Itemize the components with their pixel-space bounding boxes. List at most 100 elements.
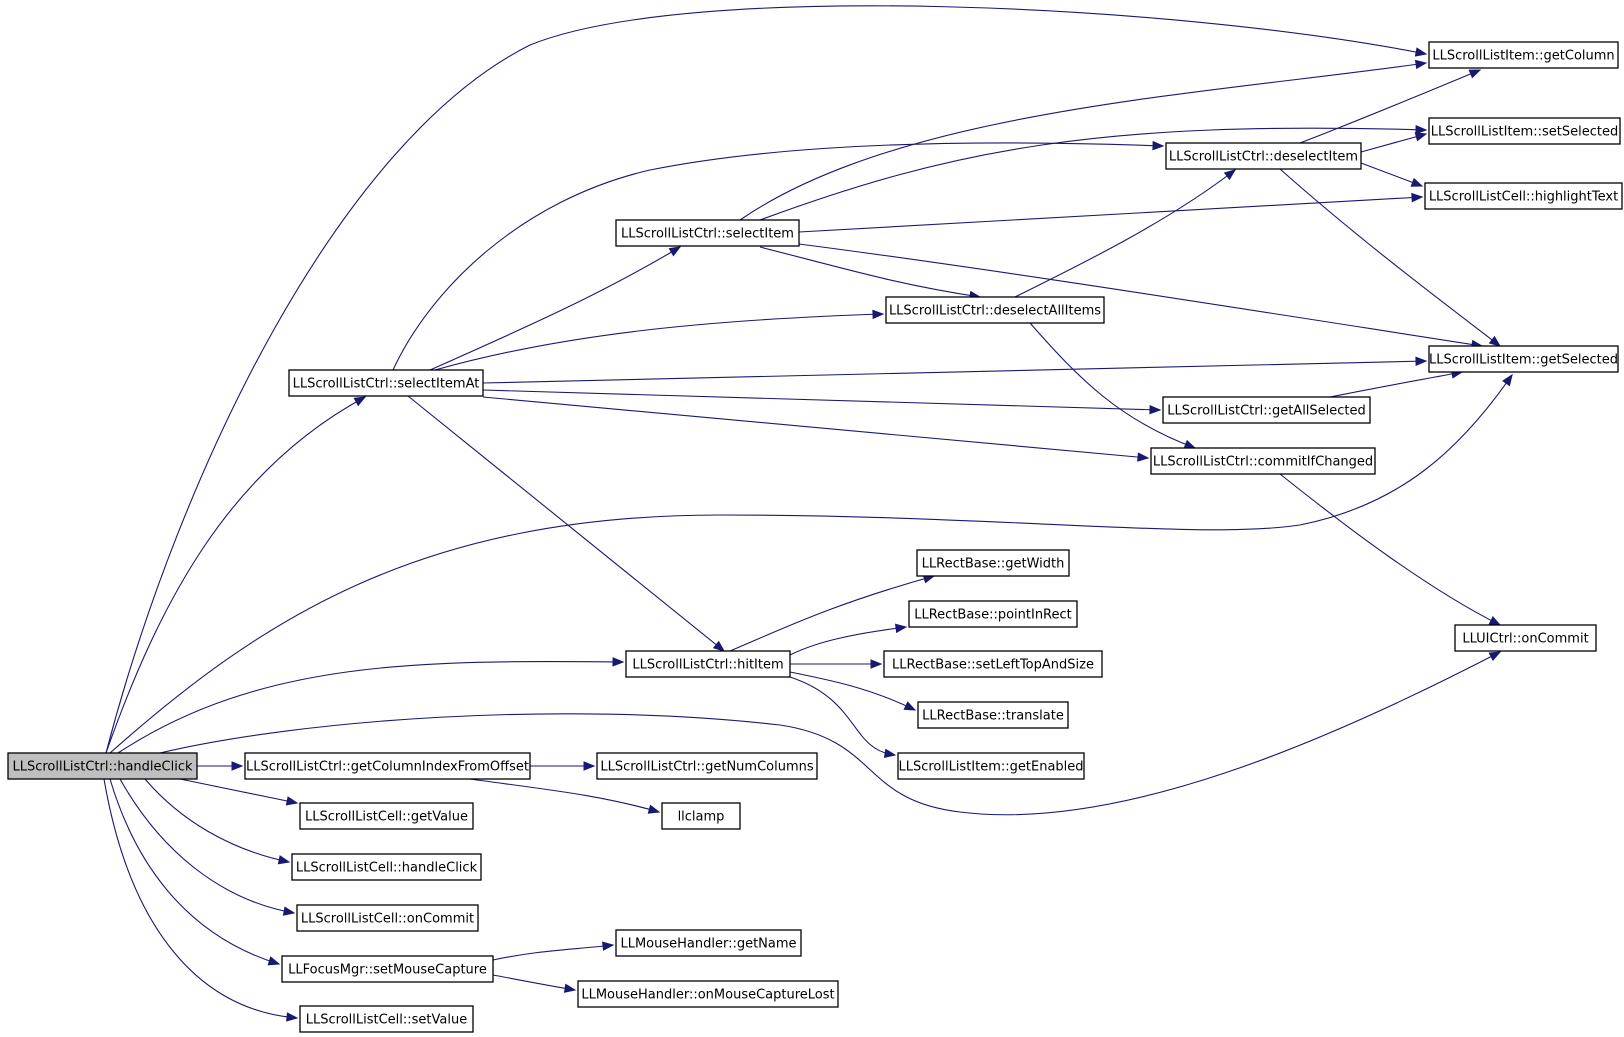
node-cell-handle-click[interactable]: LLScrollListCell::handleClick <box>291 853 482 881</box>
arrowhead <box>286 1012 299 1022</box>
node-box <box>1428 41 1619 69</box>
node-get-num-columns[interactable]: LLScrollListCtrl::getNumColumns <box>596 752 818 780</box>
edge-select-item-at-to-commit-if-changed <box>482 396 1150 462</box>
arrowhead <box>1502 373 1513 387</box>
arrowhead <box>1415 356 1428 366</box>
edge-select-item-to-deselect-all-items <box>759 246 982 301</box>
node-select-item-at[interactable]: LLScrollListCtrl::selectItemAt <box>288 369 484 397</box>
node-label: LLScrollListItem::setSelected <box>1431 125 1618 140</box>
edge-line <box>109 778 280 965</box>
node-rect-translate[interactable]: LLRectBase::translate <box>917 701 1069 729</box>
arrowhead <box>1468 69 1482 79</box>
node-handle-click[interactable]: LLScrollListCtrl::handleClick <box>7 752 198 780</box>
edge-select-item-at-to-get-all-selected <box>482 389 1162 415</box>
arrowhead <box>872 309 885 320</box>
edge-line <box>482 396 1149 459</box>
arrowhead <box>894 623 908 634</box>
node-box <box>615 929 802 957</box>
node-label: LLScrollListCtrl::commitIfChanged <box>1153 455 1373 470</box>
node-get-all-selected[interactable]: LLScrollListCtrl::getAllSelected <box>1162 396 1371 424</box>
edge-line <box>434 313 884 371</box>
node-item-get-column[interactable]: LLScrollListItem::getColumn <box>1428 41 1619 69</box>
edge-set-mouse-capture-to-mouse-on-capture-lost <box>492 974 577 993</box>
edge-handle-click-to-cell-on-commit <box>119 778 296 916</box>
edge-line <box>482 389 1161 411</box>
edge-hit-item-to-rect-point-in-rect <box>789 623 908 656</box>
node-deselect-item[interactable]: LLScrollListCtrl::deselectItem <box>1165 142 1362 170</box>
node-cell-get-value[interactable]: LLScrollListCell::getValue <box>299 802 474 830</box>
node-item-set-selected[interactable]: LLScrollListItem::setSelected <box>1428 117 1621 145</box>
edge-line <box>492 944 614 961</box>
edge-line <box>789 626 907 656</box>
node-deselect-all-items[interactable]: LLScrollListCtrl::deselectAllItems <box>885 296 1105 324</box>
edge-line <box>798 196 1423 233</box>
node-box <box>908 600 1078 628</box>
node-label: LLRectBase::pointInRect <box>914 608 1072 623</box>
edge-handle-click-to-item-get-selected <box>109 373 1513 754</box>
node-get-column-index-from-offset[interactable]: LLScrollListCtrl::getColumnIndexFromOffs… <box>244 752 531 780</box>
node-label: LLScrollListCell::handleClick <box>296 861 478 876</box>
node-rect-get-width[interactable]: LLRectBase::getWidth <box>916 549 1070 577</box>
node-cell-highlight-text[interactable]: LLScrollListCell::highlightText <box>1424 182 1623 210</box>
node-select-item[interactable]: LLScrollListCtrl::selectItem <box>615 219 800 247</box>
node-cell-on-commit[interactable]: LLScrollListCell::onCommit <box>296 904 479 932</box>
edge-handle-click-to-select-item-at <box>105 396 367 754</box>
edge-line <box>407 395 725 652</box>
node-item-get-enabled[interactable]: LLScrollListItem::getEnabled <box>897 752 1085 780</box>
node-box <box>885 296 1105 324</box>
node-hit-item[interactable]: LLScrollListCtrl::hitItem <box>625 650 791 678</box>
node-item-get-selected[interactable]: LLScrollListItem::getSelected <box>1428 345 1619 373</box>
edge-hit-item-to-item-get-enabled <box>789 676 897 758</box>
arrowhead <box>870 659 883 669</box>
arrowhead <box>1223 169 1237 181</box>
node-label: LLScrollListCtrl::deselectItem <box>1169 150 1358 165</box>
arrowhead <box>277 855 291 865</box>
node-cell-set-value[interactable]: LLScrollListCell::setValue <box>299 1005 474 1033</box>
edge-select-item-at-to-deselect-all-items <box>434 309 885 371</box>
edge-line <box>109 374 1513 754</box>
arrowhead <box>583 761 596 771</box>
node-label: LLRectBase::getWidth <box>922 557 1065 572</box>
edge-line <box>1279 168 1501 347</box>
edge-line <box>1014 169 1236 298</box>
arrowhead <box>1414 59 1428 70</box>
edge-handle-click-to-cell-handle-click <box>144 778 291 865</box>
node-box <box>1454 624 1597 652</box>
node-ui-on-commit[interactable]: LLUICtrl::onCommit <box>1454 624 1597 652</box>
node-rect-point-in-rect[interactable]: LLRectBase::pointInRect <box>908 600 1078 628</box>
edge-line <box>103 778 298 1019</box>
edge-handle-click-to-ui-on-commit <box>159 651 1502 816</box>
node-mouse-get-name[interactable]: LLMouseHandler::getName <box>615 929 802 957</box>
node-mouse-on-capture-lost[interactable]: LLMouseHandler::onMouseCaptureLost <box>577 980 839 1008</box>
edge-line <box>798 243 1483 347</box>
edge-line <box>105 396 366 754</box>
arrowhead <box>1488 335 1502 347</box>
edge-line <box>469 778 660 813</box>
edge-handle-click-to-get-column-index-from-offset <box>197 761 244 771</box>
node-box <box>577 980 839 1008</box>
node-box <box>661 802 741 830</box>
arrowhead <box>231 761 244 771</box>
edge-handle-click-to-hit-item <box>117 657 625 754</box>
edge-deselect-all-items-to-commit-if-changed <box>1029 322 1197 449</box>
node-label: LLScrollListCtrl::getNumColumns <box>600 760 813 775</box>
edge-get-all-selected-to-item-get-selected <box>1329 369 1464 398</box>
node-box <box>596 752 818 780</box>
arrowhead <box>1411 192 1424 203</box>
node-rect-set-left-top-and-size[interactable]: LLRectBase::setLeftTopAndSize <box>883 650 1103 678</box>
node-llclamp[interactable]: llclamp <box>661 802 741 830</box>
node-label: LLMouseHandler::getName <box>620 937 796 952</box>
node-label: LLScrollListCell::setValue <box>306 1013 467 1028</box>
arrowhead <box>282 906 296 916</box>
edge-select-item-to-item-get-selected <box>798 243 1484 350</box>
node-set-mouse-capture[interactable]: LLFocusMgr::setMouseCapture <box>281 955 494 983</box>
node-box <box>299 802 474 830</box>
node-commit-if-changed[interactable]: LLScrollListCtrl::commitIfChanged <box>1150 447 1376 475</box>
node-box <box>625 650 791 678</box>
edge-line <box>1279 473 1501 626</box>
node-label: LLScrollListCell::onCommit <box>301 912 474 927</box>
edge-line <box>144 778 290 863</box>
edge-line <box>392 142 1164 371</box>
node-label: LLScrollListCtrl::getAllSelected <box>1167 404 1366 419</box>
